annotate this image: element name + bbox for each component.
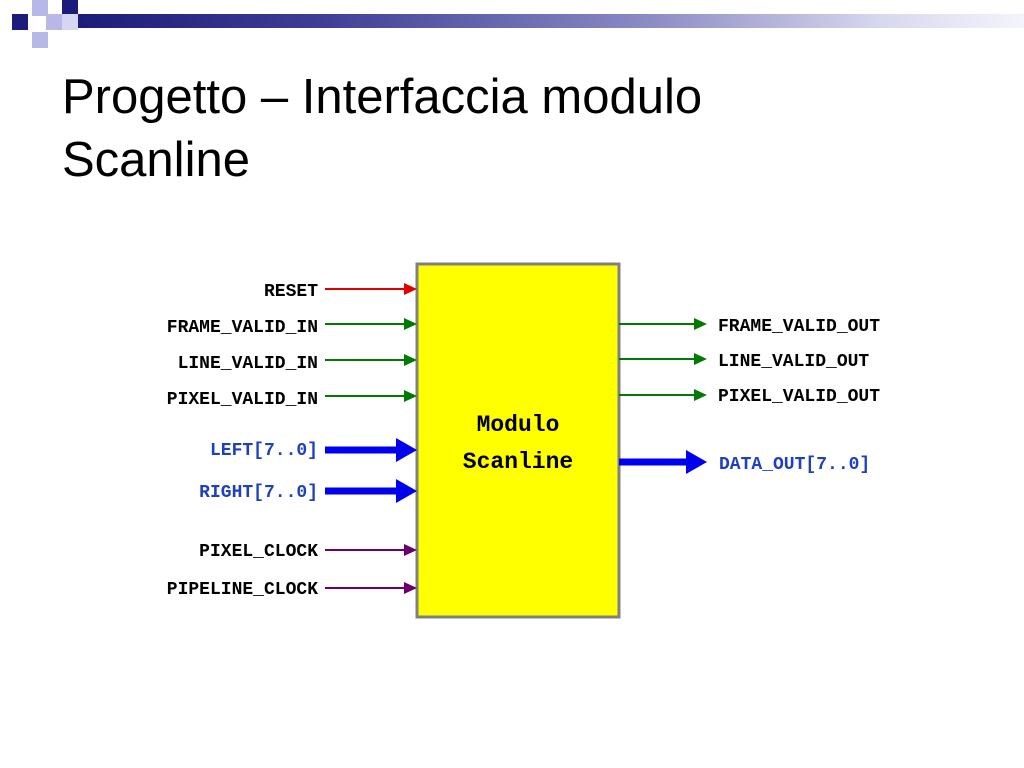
- output-label-frame-valid-out: FRAME_VALID_OUT: [718, 317, 880, 337]
- reset-arrowhead-icon: [404, 283, 417, 295]
- decor-square-light: [32, 0, 48, 16]
- input-label-frame-valid-in: FRAME_VALID_IN: [167, 318, 318, 338]
- module-block-label-line1: Modulo: [477, 412, 560, 438]
- line-valid-out-arrowhead-icon: [694, 353, 707, 365]
- pixel-valid-in-arrowhead-icon: [404, 390, 417, 402]
- frame-valid-out-arrowhead-icon: [694, 318, 707, 330]
- input-label-right: RIGHT[7..0]: [199, 483, 318, 503]
- decor-square-navy: [62, 0, 78, 16]
- module-block: [415, 262, 621, 619]
- left-bus-arrowhead-icon: [396, 438, 417, 462]
- pipeline-clock-arrowhead-icon: [404, 582, 417, 594]
- decor-square-light: [62, 14, 78, 30]
- input-label-pipeline-clock: PIPELINE_CLOCK: [167, 580, 318, 600]
- input-label-left: LEFT[7..0]: [210, 441, 318, 461]
- slide-title-line1: Progetto – Interfaccia modulo: [62, 70, 703, 124]
- decor-square-light: [46, 14, 62, 30]
- line-valid-in-arrowhead-icon: [404, 354, 417, 366]
- pixel-clock-arrowhead-icon: [404, 544, 417, 556]
- decor-square-light: [32, 32, 48, 48]
- slide-title-line2: Scanline: [62, 133, 250, 187]
- module-block-label-line2: Scanline: [463, 449, 573, 475]
- decor-square-navy: [12, 14, 28, 30]
- slide-title: Progetto – Interfaccia modulo Scanline: [62, 66, 702, 192]
- input-label-pixel-clock: PIXEL_CLOCK: [199, 542, 318, 562]
- right-bus-arrowhead-icon: [396, 479, 417, 503]
- input-label-line-valid-in: LINE_VALID_IN: [178, 354, 318, 374]
- output-label-line-valid-out: LINE_VALID_OUT: [718, 352, 869, 372]
- top-gradient-bar: [78, 14, 1024, 28]
- input-label-pixel-valid-in: PIXEL_VALID_IN: [167, 390, 318, 410]
- data-out-bus-arrowhead-icon: [686, 450, 707, 474]
- output-signals: FRAME_VALID_OUT LINE_VALID_OUT PIXEL_VAL…: [619, 317, 880, 475]
- pixel-valid-out-arrowhead-icon: [694, 389, 707, 401]
- frame-valid-in-arrowhead-icon: [404, 318, 417, 330]
- input-label-reset: RESET: [264, 282, 318, 302]
- input-signals: RESET FRAME_VALID_IN LINE_VALID_IN PIXEL…: [167, 282, 417, 600]
- output-label-data-out: DATA_OUT[7..0]: [719, 455, 870, 475]
- output-label-pixel-valid-out: PIXEL_VALID_OUT: [718, 387, 880, 407]
